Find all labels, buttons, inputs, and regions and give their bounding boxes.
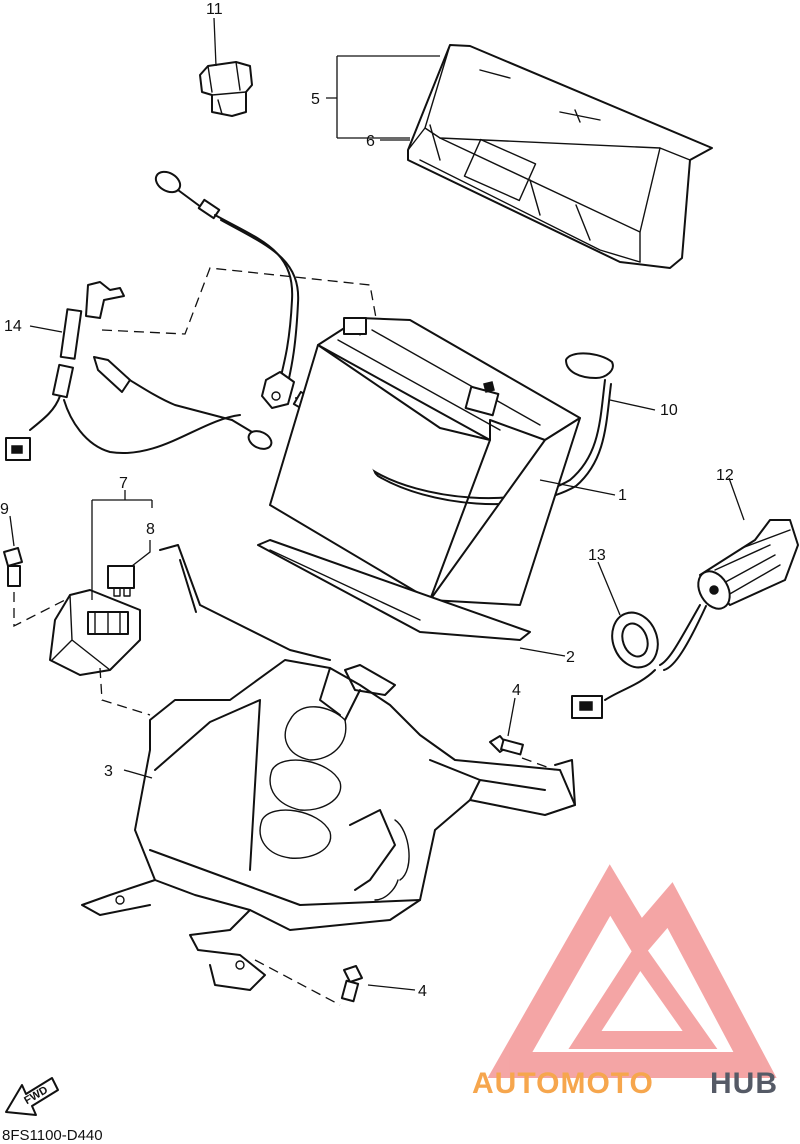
battery-box-part-3 (81, 544, 576, 991)
fwd-arrow-icon: FWD (5, 1077, 59, 1116)
watermark-logo (487, 864, 777, 1078)
battery-mat-part-2 (257, 539, 531, 641)
callout-14: 14 (4, 318, 22, 335)
lead-wire-part-14 (5, 281, 273, 461)
callout-7: 7 (119, 475, 128, 492)
battery-part-1 (269, 317, 581, 606)
callout-2: 2 (566, 649, 575, 666)
leader-lines (9, 17, 745, 1006)
watermark-text: AUTOMOTO HUB (472, 1067, 778, 1100)
diagram-code: 8FS1100-D440 (2, 1127, 103, 1144)
callout-13: 13 (588, 547, 606, 564)
callout-3: 3 (104, 763, 113, 780)
dc-socket-part-12 (571, 519, 799, 719)
callout-8: 8 (146, 521, 155, 538)
bolt-part-4-lower (340, 965, 363, 1003)
battery-cover-part-5 (407, 44, 713, 269)
callout-4-lower: 4 (418, 983, 427, 1000)
callout-11: 11 (206, 1, 223, 18)
starter-relay-part-7 (49, 589, 141, 676)
callout-4-upper: 4 (512, 682, 521, 699)
callout-10: 10 (660, 402, 678, 419)
callout-5: 5 (311, 91, 320, 108)
callout-9: 9 (0, 501, 9, 518)
nut-part-13 (611, 611, 659, 669)
bolt-part-4-upper (489, 735, 524, 756)
watermark-text-hub: HUB (710, 1067, 778, 1100)
watermark-text-automoto: AUTOMOTO (472, 1067, 654, 1100)
callout-1: 1 (618, 487, 627, 504)
callout-6: 6 (366, 133, 375, 150)
fuse-part-8 (107, 565, 135, 597)
bolt-part-9 (3, 547, 23, 587)
clip-part-11 (199, 61, 253, 117)
callout-12: 12 (716, 467, 734, 484)
